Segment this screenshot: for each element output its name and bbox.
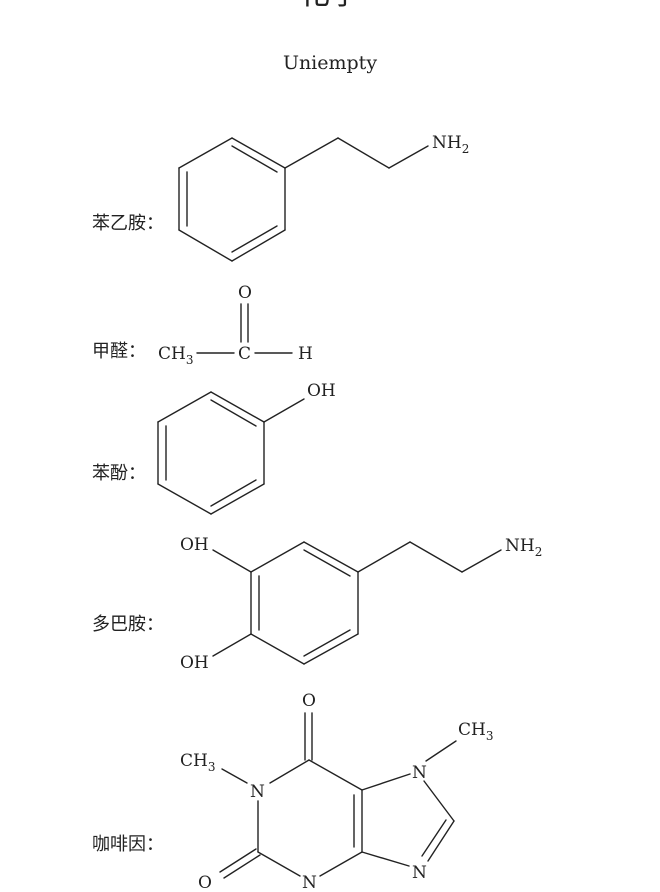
- structure-phenol: OH: [157, 381, 336, 515]
- compound-label-phenol: 苯酚：: [92, 463, 146, 484]
- compound-label-formaldehyde: 甲醛：: [92, 341, 146, 362]
- atom-label-oxygen: O: [238, 283, 252, 303]
- compound-label-caffeine: 咖啡因：: [92, 834, 164, 855]
- structure-formaldehyde: O CH3 C H: [158, 283, 313, 367]
- atom-label-n3: N: [302, 873, 317, 892]
- atom-label-n9: N: [412, 863, 427, 883]
- atom-label-nh2: NH2: [505, 536, 542, 559]
- page-title: 化学: [0, 0, 660, 12]
- atom-label-n1: N: [250, 782, 265, 802]
- atom-label-ch3-left: CH3: [180, 751, 215, 774]
- atom-label-hydrogen: H: [298, 344, 313, 364]
- structure-caffeine: O N CH3 O N N CH3 N: [180, 691, 493, 892]
- atom-label-oh: OH: [307, 381, 336, 401]
- atom-label-ch3-right: CH3: [458, 720, 493, 743]
- compound-label-dopamine: 多巴胺：: [92, 614, 164, 635]
- atom-label-oh-top: OH: [180, 535, 209, 555]
- atom-label-o-top: O: [302, 691, 316, 711]
- atom-label-carbon: C: [238, 344, 251, 364]
- atom-label-ch3: CH3: [158, 344, 193, 367]
- atom-label-n7: N: [412, 763, 427, 783]
- atom-label-o-bottom: O: [198, 873, 212, 892]
- atom-label-oh-bottom: OH: [180, 653, 209, 673]
- structure-phenethylamine: NH2: [178, 133, 469, 262]
- structure-dopamine: NH2 OH OH: [180, 535, 542, 673]
- atom-label-nh2: NH2: [432, 133, 469, 156]
- compound-label-phenethylamine: 苯乙胺：: [92, 213, 164, 234]
- author-name: Uniempty: [282, 52, 378, 74]
